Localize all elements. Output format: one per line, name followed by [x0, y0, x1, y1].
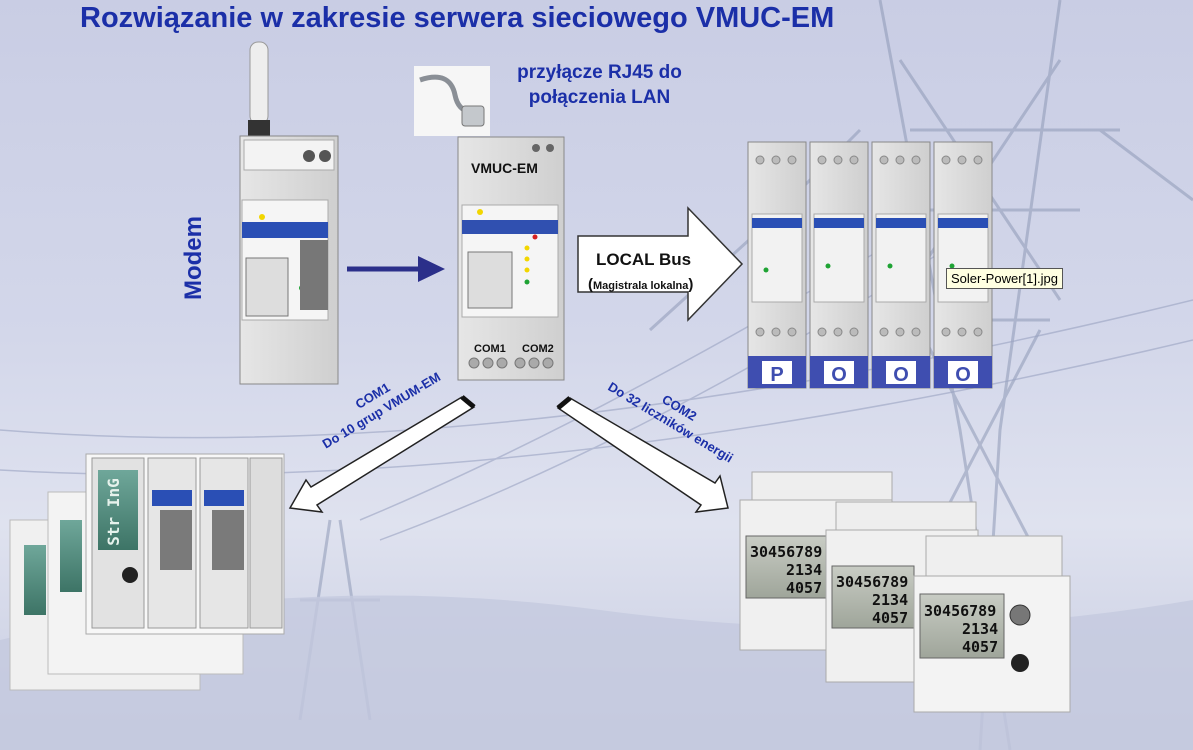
- rj45-cable-photo: [414, 66, 490, 136]
- module-letter-boxes: [762, 361, 978, 384]
- meter-reading-line1: 30456789: [836, 573, 908, 591]
- meter-reading-line1: 30456789: [750, 543, 822, 561]
- local-bus-subtitle: (Magistrala lokalna): [588, 276, 693, 293]
- meter-reading-line1: 30456789: [924, 602, 996, 620]
- module-letter: P: [770, 364, 783, 386]
- rj45-label-line2: połączenia LAN: [528, 87, 671, 108]
- meter-reading-line2: 2134: [872, 591, 908, 609]
- vmuc-com1-label: COM1: [474, 343, 506, 355]
- com1-arrow: [288, 395, 476, 513]
- module-letter: O: [831, 364, 847, 386]
- meter-reading-line3: 4057: [872, 609, 908, 627]
- io-modules: [747, 141, 993, 389]
- vmuc-com2-label: COM2: [522, 343, 554, 355]
- meter-reading-line2: 2134: [962, 620, 998, 638]
- local-bus-arrow: [577, 206, 744, 322]
- stacked-module-display: Str InG: [104, 478, 123, 545]
- module-letter: O: [955, 364, 971, 386]
- vmuc-device-title: VMUC-EM: [471, 160, 538, 176]
- modem-arrow: [347, 256, 445, 282]
- energy-meters: [739, 471, 1071, 713]
- module-letters: P O O O: [770, 364, 970, 386]
- meter-reading-line3: 4057: [786, 579, 822, 597]
- meter-reading-line2: 2134: [786, 561, 822, 579]
- com2-arrow: [556, 396, 729, 513]
- page-title: Rozwiązanie w zakresie serwera siecioweg…: [80, 2, 835, 34]
- meter-reading-line3: 4057: [962, 638, 998, 656]
- modem-device: [239, 41, 339, 385]
- local-bus-title: LOCAL Bus: [596, 250, 692, 269]
- local-bus-close-paren: ): [688, 276, 694, 293]
- rj45-label-line1: przyłącze RJ45 do: [517, 62, 682, 83]
- stacked-vmum-modules: [9, 453, 285, 691]
- modem-label: Modem: [180, 216, 207, 300]
- module-letter: O: [893, 364, 909, 386]
- image-tooltip: Soler-Power[1].jpg: [946, 268, 1063, 289]
- vmuc-device: [457, 136, 565, 381]
- local-bus-open-paren: (: [588, 276, 593, 293]
- meter-readings: 30456789 2134 4057 30456789 2134 4057 30…: [750, 543, 998, 656]
- local-bus-subtitle-text: Magistrala lokalna: [593, 280, 689, 292]
- rj45-label: przyłącze RJ45 do połączenia LAN: [497, 60, 702, 110]
